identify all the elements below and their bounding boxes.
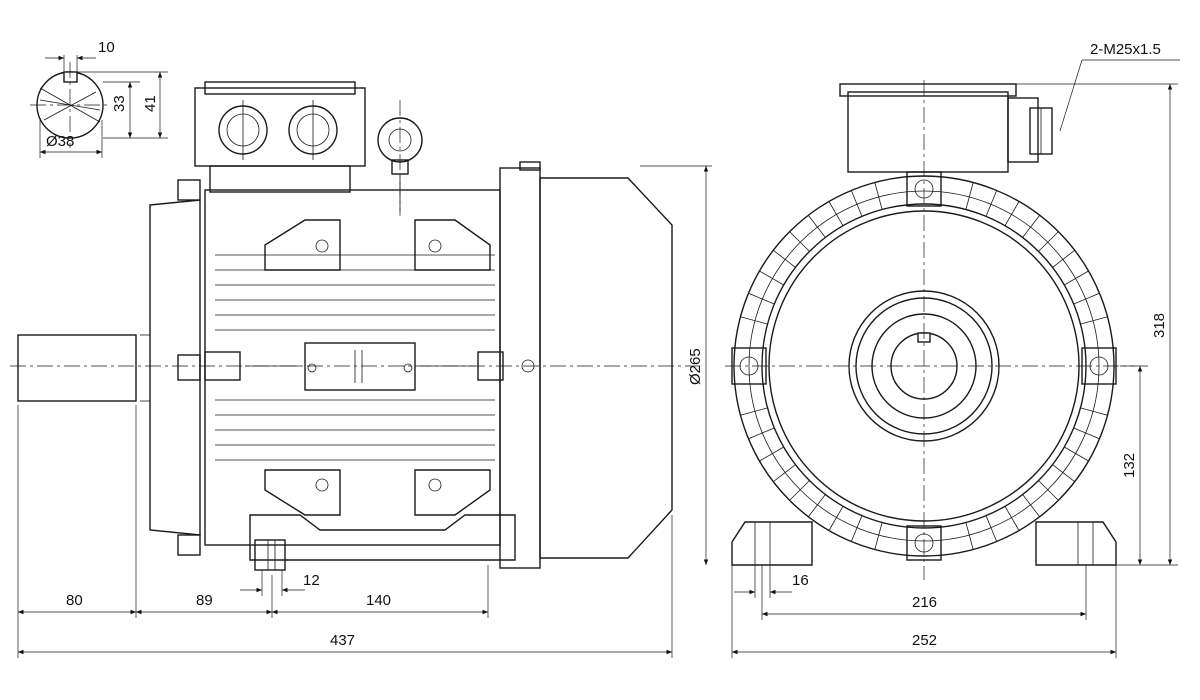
cooling-fin — [850, 190, 863, 217]
cooling-fin — [759, 270, 784, 286]
cooling-fin — [985, 515, 998, 542]
front-foot-hole-width-label: 16 — [792, 572, 809, 589]
cooling-fin — [759, 446, 784, 462]
front-view-dimensions — [731, 59, 1180, 658]
cooling-fin — [748, 427, 775, 440]
shaft-diameter-label: Ø38 — [46, 133, 74, 150]
foot-hole-width-label: 12 — [303, 572, 320, 589]
shaft-length-label: 80 — [66, 592, 83, 609]
cooling-fin — [773, 464, 796, 483]
key-width-label: 10 — [98, 39, 115, 56]
cooling-fin — [1038, 480, 1059, 501]
cooling-fin — [1004, 506, 1020, 531]
cooling-fin — [789, 231, 810, 252]
shaft-center-height-label: 132 — [1121, 453, 1138, 478]
foot-length-label: 140 — [366, 592, 391, 609]
keyway-detail — [30, 55, 168, 158]
cooling-fin — [985, 190, 998, 217]
cooling-fin — [965, 522, 974, 550]
cooling-fin — [1073, 292, 1100, 305]
cooling-fin — [1022, 494, 1041, 517]
foot-spacing-label: 216 — [912, 594, 937, 611]
cooling-fin — [1052, 249, 1075, 268]
cooling-fin — [965, 182, 974, 210]
cooling-fin — [1080, 407, 1108, 416]
cooling-fin — [828, 506, 844, 531]
cooling-fin — [1022, 215, 1041, 238]
fan-cover-diameter-label: Ø265 — [687, 348, 704, 385]
motor-front-view — [725, 80, 1135, 580]
cooling-fin — [874, 522, 883, 550]
cooling-fin — [1038, 231, 1059, 252]
cooling-fin — [1004, 201, 1020, 226]
cooling-fin — [807, 494, 826, 517]
cooling-fin — [740, 407, 768, 416]
cooling-fin — [1080, 316, 1108, 325]
cooling-fin — [807, 215, 826, 238]
cooling-fin — [828, 201, 844, 226]
cooling-fin — [789, 480, 810, 501]
key-height-label: 33 — [111, 95, 128, 112]
foot-offset-label: 89 — [196, 592, 213, 609]
motor-side-view — [10, 81, 700, 571]
cooling-fin — [1073, 427, 1100, 440]
cooling-fin — [773, 249, 796, 268]
foot-width-label: 252 — [912, 632, 937, 649]
cable-glands-label: 2-M25x1.5 — [1090, 41, 1161, 58]
cooling-fin — [740, 316, 768, 325]
cooling-fin — [850, 515, 863, 542]
shaft-height-label: 41 — [142, 95, 159, 112]
overall-length-label: 437 — [330, 632, 355, 649]
cooling-fin — [1064, 446, 1089, 462]
cooling-fin — [1064, 270, 1089, 286]
side-view-dimensions — [17, 165, 712, 658]
cooling-fin — [1052, 464, 1075, 483]
cooling-fin — [874, 182, 883, 210]
overall-height-label: 318 — [1151, 313, 1168, 338]
cooling-fin — [748, 292, 775, 305]
